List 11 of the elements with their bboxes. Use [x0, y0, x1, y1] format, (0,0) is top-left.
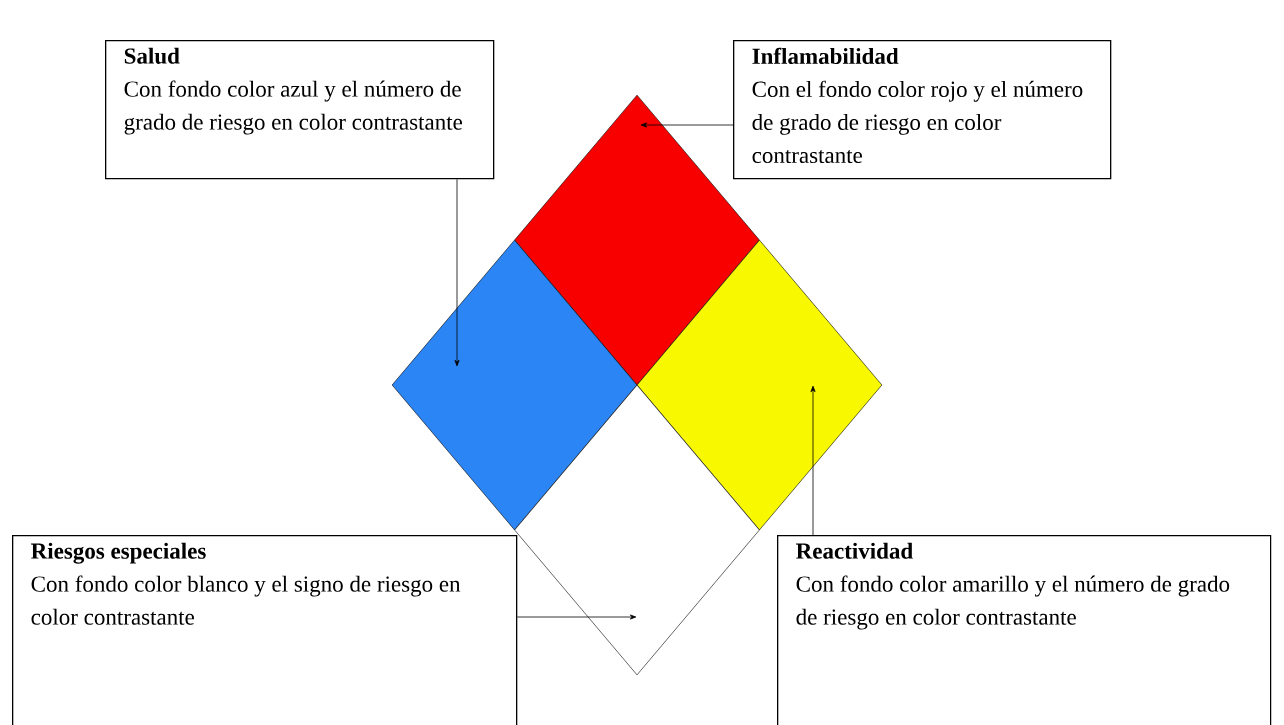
callout-box: Inflamabilidad Con el fondo color rojo y el número de grado de riesgo en color contrastante [733, 40, 1112, 180]
callout-box: Riesgos especiales Con fondo color blanco y el signo de riesgo en color contrastante [12, 535, 518, 725]
leader-arrow [454, 178, 460, 367]
leader-arrow [516, 614, 637, 620]
diamond-section [636, 239, 883, 531]
diamond-section [391, 239, 638, 531]
leader-arrow [810, 385, 816, 536]
callout-box: Reactividad Con fondo color amarillo y el número de grado de riesgo en color contrastante [777, 535, 1272, 725]
leader-arrow [640, 122, 734, 128]
diamond-section [514, 384, 760, 676]
callout-box: Salud Con fondo color azul y el número de grado de riesgo en color contrastante [105, 40, 495, 180]
